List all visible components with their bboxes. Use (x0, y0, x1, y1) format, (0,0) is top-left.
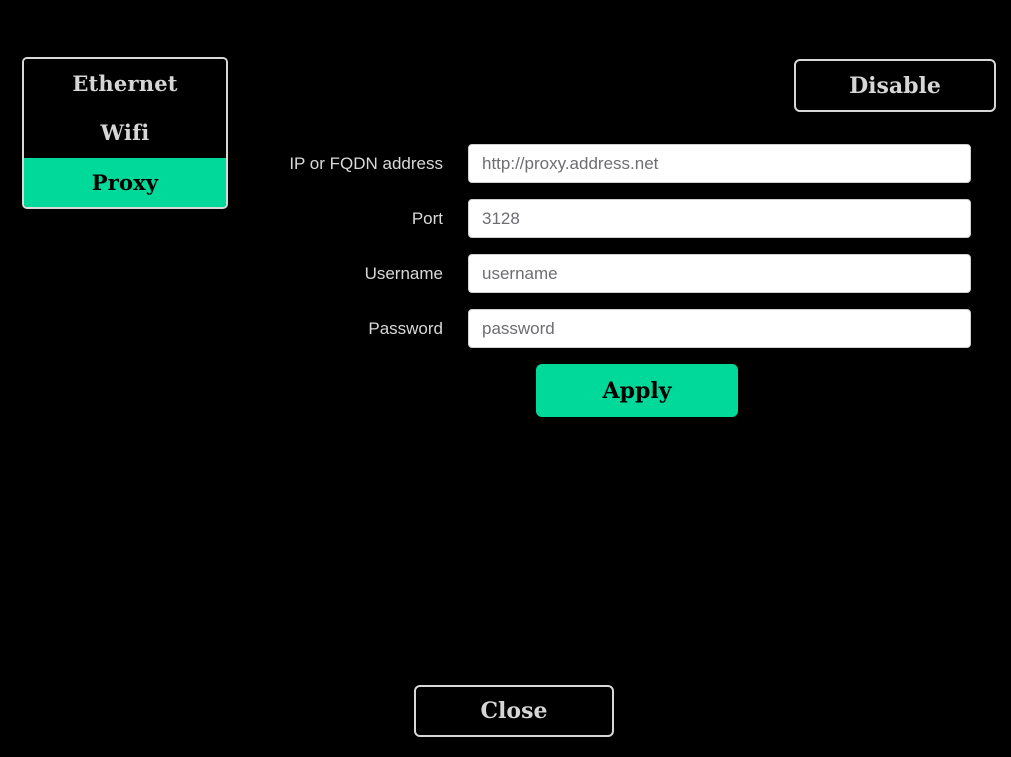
section-item-label: Wifi (100, 120, 150, 146)
form-row-username: Username (0, 254, 1011, 293)
form-row-port: Port (0, 199, 1011, 238)
section-item-ethernet[interactable]: Ethernet (24, 59, 226, 109)
username-input[interactable] (468, 254, 971, 293)
apply-spacer (0, 364, 536, 417)
close-button[interactable]: Close (414, 685, 614, 737)
password-input[interactable] (468, 309, 971, 348)
port-label: Port (411, 208, 443, 228)
apply-row: Apply (0, 364, 1011, 417)
form-row-password: Password (0, 309, 1011, 348)
section-item-wifi[interactable]: Wifi (24, 108, 226, 158)
address-input[interactable] (468, 144, 971, 183)
section-selector: Ethernet Wifi Proxy (22, 57, 228, 209)
username-label: Username (364, 263, 443, 283)
port-input[interactable] (468, 199, 971, 238)
form-row-address: IP or FQDN address (0, 144, 1011, 183)
password-label: Password (368, 318, 443, 338)
disable-button[interactable]: Disable (794, 59, 996, 112)
address-label: IP or FQDN address (289, 153, 443, 173)
proxy-settings-form: IP or FQDN address Port Username Passwor… (0, 144, 1011, 417)
section-item-label: Proxy (91, 169, 159, 195)
section-item-proxy[interactable]: Proxy (24, 157, 226, 207)
apply-button[interactable]: Apply (536, 364, 738, 417)
section-item-label: Ethernet (72, 71, 178, 97)
